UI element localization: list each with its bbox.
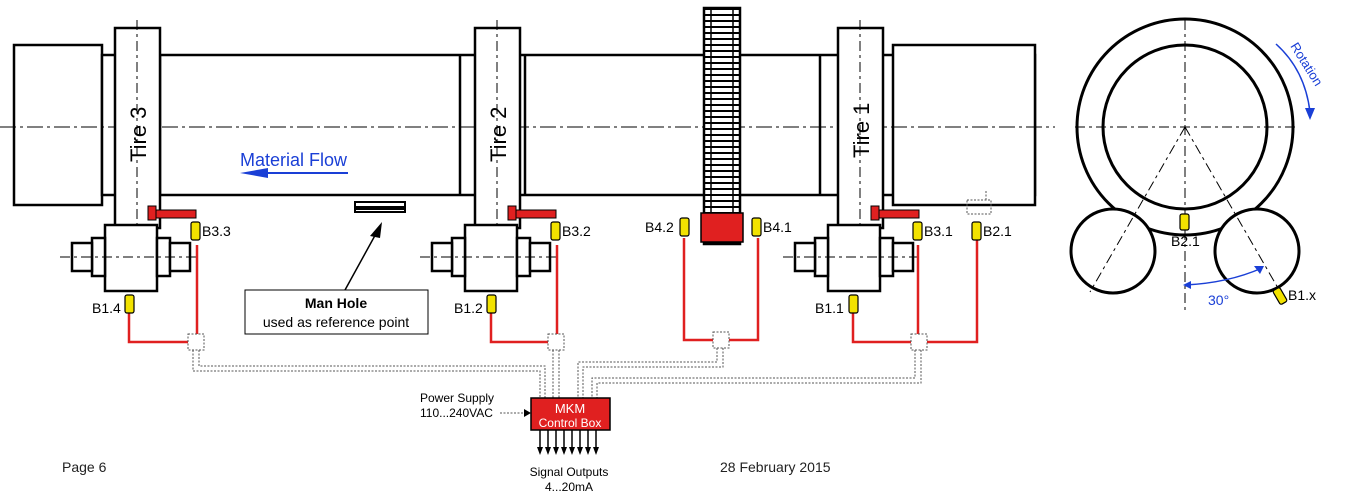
label-b31: B3.1: [924, 223, 953, 239]
tire-1-label: Tire 1: [849, 103, 874, 158]
gear-sensor-bracket: [700, 212, 744, 243]
sensor-b32: [550, 221, 561, 241]
sensor-b41: [751, 217, 762, 237]
sensor-b14: [124, 294, 135, 314]
control-box-title: MKM: [555, 401, 585, 416]
power-label-2: 110...240VAC: [420, 406, 493, 420]
document-date: 28 February 2015: [720, 459, 831, 475]
tire-3: Tire 3: [113, 20, 162, 232]
sensor-b31: [912, 221, 923, 241]
sensor-cables: [127, 238, 979, 344]
label-b12: B1.2: [454, 300, 483, 316]
label-b32: B3.2: [562, 223, 591, 239]
signal-label-2: 4...20mA: [545, 480, 593, 494]
power-supply: Power Supply 110...240VAC: [420, 391, 531, 420]
sensor-b21: [971, 221, 982, 241]
cross-label-b21: B2.1: [1171, 233, 1200, 249]
sensor-b12: [486, 294, 497, 314]
tire-3-label: Tire 3: [126, 107, 151, 162]
manhole-title: Man Hole: [305, 295, 367, 311]
signal-outputs: Signal Outputs 4...20mA: [530, 465, 609, 494]
roller-stations: [60, 223, 923, 293]
cross-label-b1x: B1.x: [1288, 287, 1316, 303]
sensor-labels: B3.3 B3.2 B3.1 B2.1 B4.2 B4.1 B1.4 B1.2 …: [92, 219, 1012, 316]
material-flow-label: Material Flow: [240, 150, 348, 170]
angle-label: 30°: [1208, 292, 1229, 308]
control-box: MKM Control Box: [530, 397, 611, 455]
manhole: [344, 201, 406, 291]
signal-lines: [192, 190, 987, 400]
b21-mount: [966, 199, 992, 215]
manhole-callout: Man Hole used as reference point: [244, 289, 429, 335]
kiln-shell: [12, 43, 1037, 207]
label-b42: B4.2: [645, 219, 674, 235]
page-number: Page 6: [62, 459, 107, 475]
sensor-b33: [190, 221, 201, 241]
power-label-1: Power Supply: [420, 391, 494, 405]
tire-sensor-brackets: [147, 205, 920, 221]
sensor-b11: [848, 294, 859, 314]
girth-gear: [700, 6, 744, 246]
label-b11: B1.1: [815, 300, 844, 316]
roller-station-1: [783, 223, 923, 293]
sensor-b42: [679, 217, 690, 237]
cross-sensor-b1x: [1272, 287, 1288, 305]
cross-section-view: B2.1 B1.x 30° Rotation: [1069, 17, 1326, 310]
manhole-subtitle: used as reference point: [263, 314, 409, 330]
control-box-subtitle: Control Box: [539, 416, 602, 430]
roller-station-2: [420, 223, 560, 293]
material-flow: Material Flow: [240, 150, 348, 178]
tire-2-label: Tire 2: [486, 107, 511, 162]
cross-sensor-b21: [1179, 213, 1190, 231]
signal-label-1: Signal Outputs: [530, 465, 609, 479]
roller-station-3: [60, 223, 200, 293]
label-b41: B4.1: [763, 219, 792, 235]
sensor-markers: [124, 217, 982, 314]
junction-boxes: [187, 331, 928, 351]
label-b21: B2.1: [983, 223, 1012, 239]
label-b33: B3.3: [202, 223, 231, 239]
tire-2: Tire 2: [473, 20, 522, 232]
output-pins: [539, 430, 597, 448]
label-b14: B1.4: [92, 300, 121, 316]
tire-1: Tire 1: [836, 20, 885, 232]
